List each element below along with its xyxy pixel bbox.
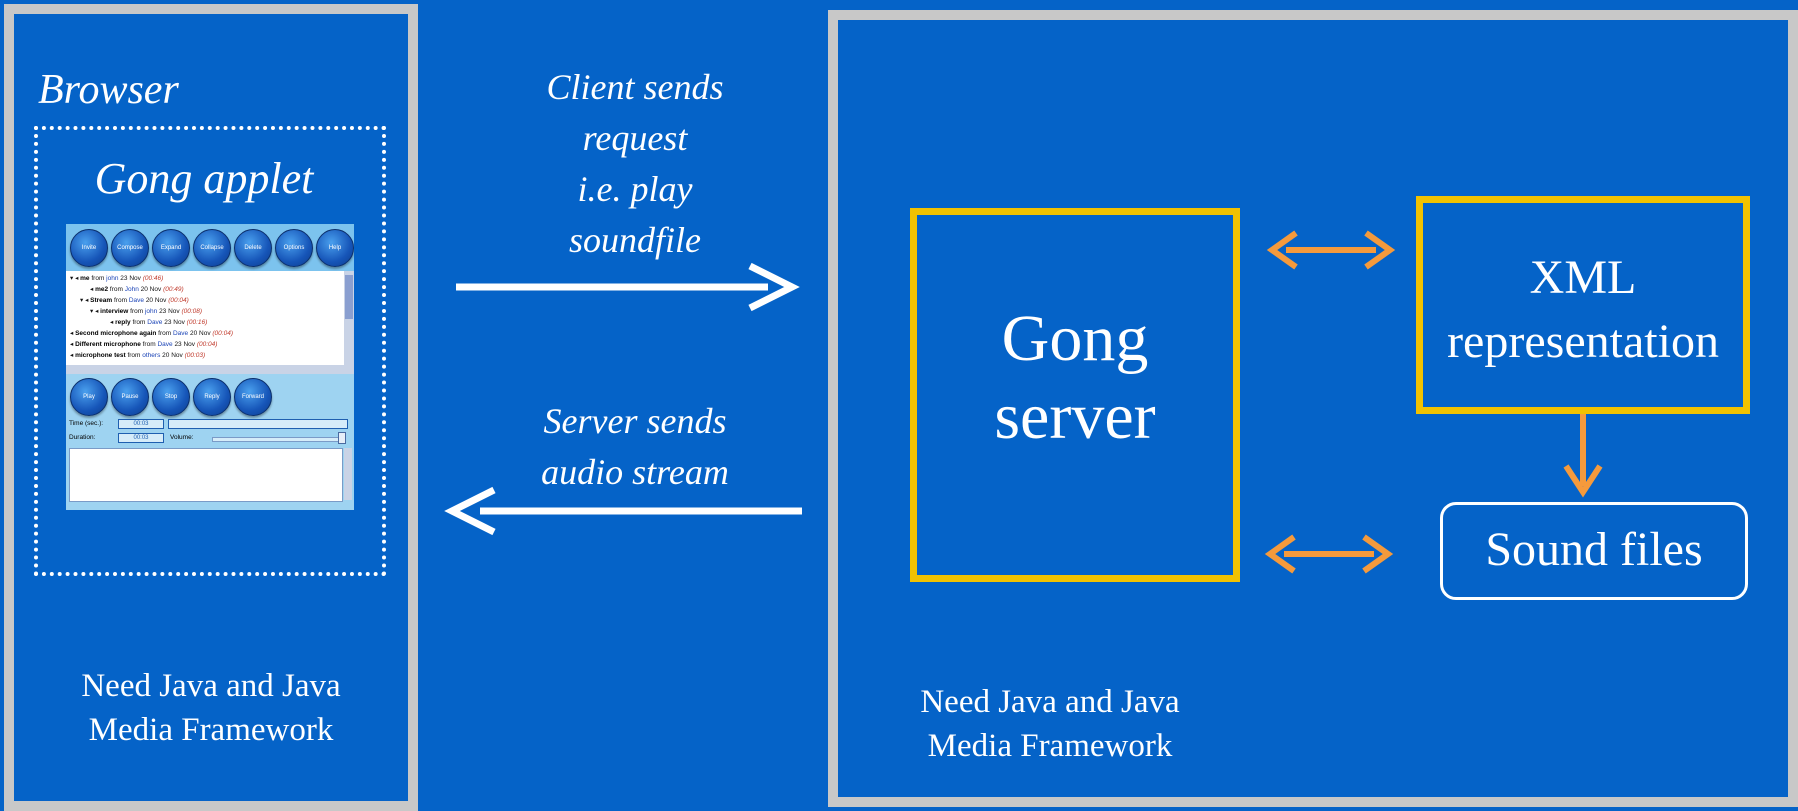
expand-button[interactable]: Expand	[152, 229, 190, 267]
response-arrow	[444, 486, 802, 536]
text-area-scrollbar[interactable]	[344, 448, 352, 500]
server-requirement: Need Java and Java Media Framework	[860, 680, 1240, 768]
duration-field[interactable]: 00:03	[118, 433, 164, 443]
pause-button[interactable]: Pause	[111, 378, 149, 416]
message-tree[interactable]: ▾ ◂ me from john 23 Nov (00:46) ◂ me2 fr…	[66, 271, 344, 365]
time-progress	[168, 419, 348, 429]
delete-button[interactable]: Delete	[234, 229, 272, 267]
message-row[interactable]: ◂ reply from Dave 23 Nov (00:16)	[110, 319, 208, 326]
applet-toolbar: Invite Compose Expand Collapse Delete Op…	[66, 224, 354, 271]
volume-slider-handle[interactable]	[338, 432, 346, 444]
volume-label: Volume:	[170, 434, 194, 441]
message-tree-scrollbar[interactable]	[344, 271, 354, 365]
sound-files-label: Sound files	[1485, 523, 1703, 576]
gong-server-box	[910, 208, 1240, 582]
message-title: microphone test	[75, 352, 126, 359]
message-title: interview	[100, 308, 129, 315]
request-label-line4: soundfile	[569, 220, 701, 260]
server-requirement-line1: Need Java and Java	[920, 684, 1180, 720]
forward-button[interactable]: Forward	[234, 378, 272, 416]
help-button[interactable]: Help	[316, 229, 354, 267]
message-title: Different microphone	[75, 341, 141, 348]
gong-applet-screenshot: Invite Compose Expand Collapse Delete Op…	[66, 224, 354, 510]
xml-representation-box	[1416, 196, 1750, 414]
message-title: reply	[115, 319, 131, 326]
request-label-line1: Client sends	[546, 67, 724, 107]
duration-label: Duration:	[69, 434, 96, 441]
play-button[interactable]: Play	[70, 378, 108, 416]
message-row[interactable]: ▾ ◂ interview from john 23 Nov (00:08)	[90, 308, 203, 315]
applet-dashed-frame	[34, 126, 386, 576]
gong-server-label-line2: server	[994, 380, 1156, 453]
collapse-button[interactable]: Collapse	[193, 229, 231, 267]
gong-server-label-line1: Gong	[1001, 302, 1149, 375]
scrollbar-thumb[interactable]	[345, 275, 353, 319]
request-arrow	[456, 262, 800, 312]
server-requirement-line2: Media Framework	[927, 728, 1173, 764]
gong-server-label: Gong server	[910, 300, 1240, 456]
browser-requirement-line1: Need Java and Java	[81, 668, 341, 704]
compose-button[interactable]: Compose	[111, 229, 149, 267]
request-label: Client sends request i.e. play soundfile	[470, 62, 800, 266]
message-text-area[interactable]	[69, 448, 343, 502]
message-title: me2	[95, 286, 109, 293]
message-row[interactable]: ◂ me2 from John 20 Nov (00:49)	[90, 286, 184, 293]
applet-title: Gong applet	[94, 154, 314, 203]
xml-label-line1: XML	[1529, 251, 1637, 304]
response-label-line1: Server sends	[543, 401, 727, 441]
time-label: Time (sec.):	[69, 420, 104, 427]
browser-title: Browser	[38, 67, 179, 113]
reply-button[interactable]: Reply	[193, 378, 231, 416]
split-divider[interactable]	[66, 365, 354, 374]
stop-button[interactable]: Stop	[152, 378, 190, 416]
browser-requirement-line2: Media Framework	[88, 712, 334, 748]
xml-to-sound-arrow	[1563, 414, 1603, 498]
response-label: Server sends audio stream	[470, 396, 800, 498]
message-row[interactable]: ◂ microphone test from others 20 Nov (00…	[70, 352, 206, 359]
message-title: Stream	[90, 297, 113, 304]
player-controls: Play Pause Stop Reply Forward Time (sec.…	[66, 374, 354, 510]
invite-button[interactable]: Invite	[70, 229, 108, 267]
browser-requirement: Need Java and Java Media Framework	[14, 664, 408, 752]
message-row[interactable]: ◂ Different microphone from Dave 23 Nov …	[70, 341, 218, 348]
server-xml-double-arrow	[1266, 230, 1396, 270]
message-row[interactable]: ◂ Second microphone again from Dave 20 N…	[70, 330, 233, 337]
server-sound-double-arrow	[1264, 534, 1394, 574]
options-button[interactable]: Options	[275, 229, 313, 267]
message-row[interactable]: ▾ ◂ Stream from Dave 20 Nov (00:04)	[80, 297, 189, 304]
request-label-line3: i.e. play	[577, 169, 693, 209]
message-title: me	[80, 275, 90, 282]
request-label-line2: request	[582, 118, 688, 158]
sound-files-box	[1440, 502, 1748, 600]
message-title: Second microphone again	[75, 330, 157, 337]
volume-slider[interactable]	[212, 437, 346, 442]
message-row[interactable]: ▾ ◂ me from john 23 Nov (00:46)	[70, 275, 164, 282]
xml-label-line2: representation	[1447, 315, 1719, 368]
xml-representation-label: XML representation	[1416, 246, 1750, 374]
response-label-line2: audio stream	[541, 452, 729, 492]
time-field[interactable]: 00:03	[118, 419, 164, 429]
